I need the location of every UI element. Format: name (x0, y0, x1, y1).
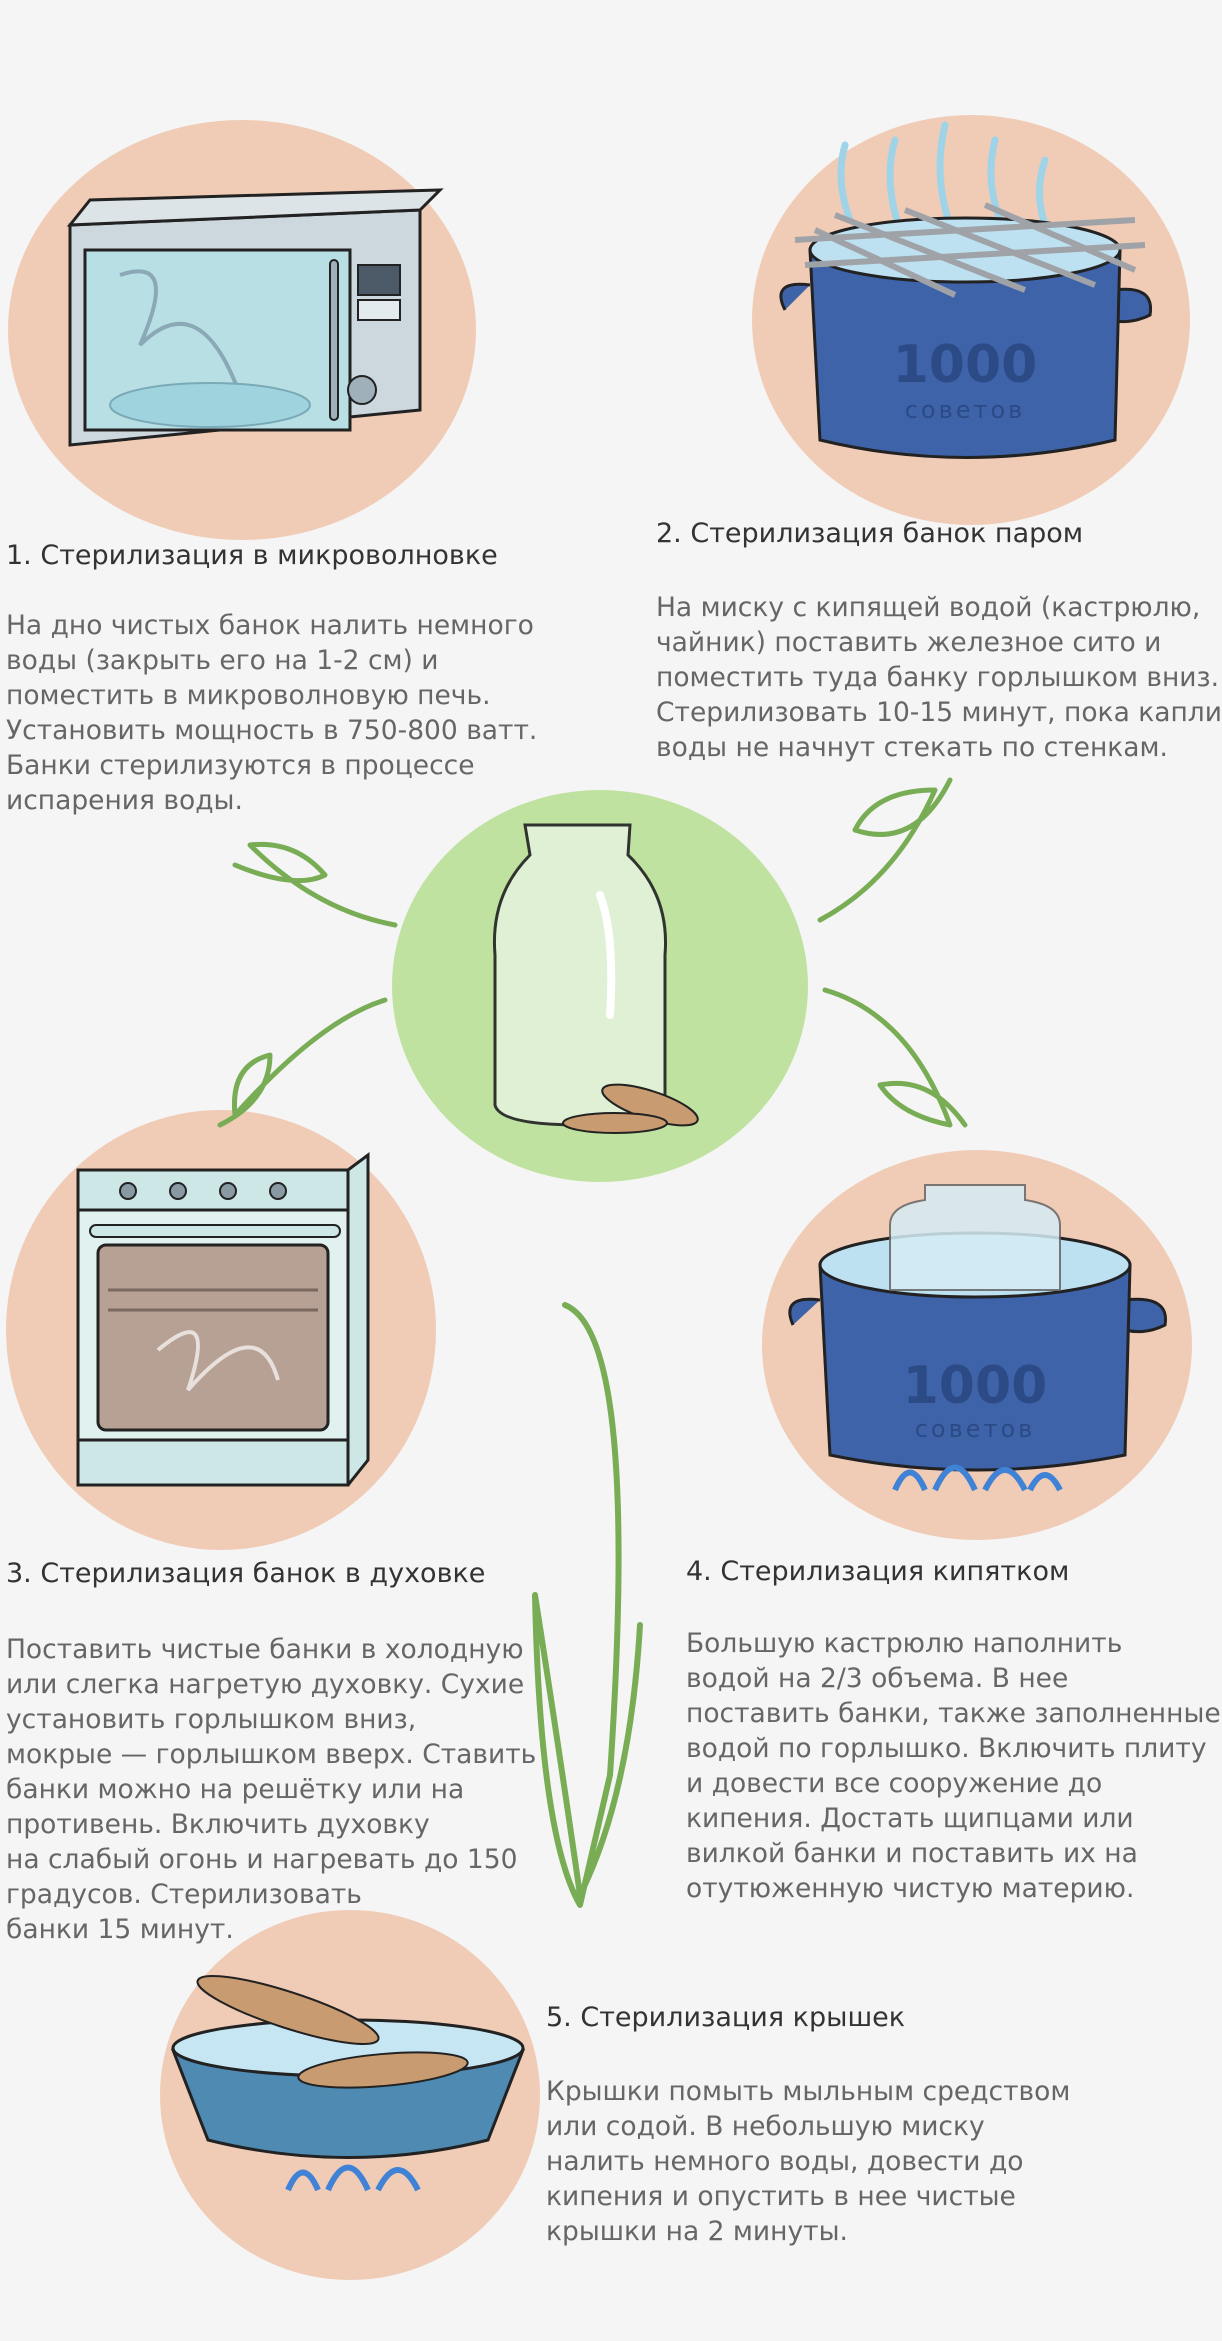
arrow-to-boiling-pot (822, 987, 968, 1128)
arrow-to-lid-bowl (532, 1302, 643, 1908)
step-4-text: Большую кастрюлю наполнить водой на 2/3 … (686, 1628, 1221, 1904)
jar-with-lids-icon (492, 823, 699, 1134)
lid-bowl-icon (170, 1975, 526, 2192)
svg-text:1000: 1000 (893, 335, 1038, 395)
microwave-icon (66, 188, 444, 447)
step-3-heading: 3. Стерилизация банок в духовке (6, 1558, 486, 1589)
svg-text:советов: советов (905, 396, 1026, 424)
step-5-text: Крышки помыть мыльным средством или содо… (546, 2076, 1071, 2247)
steam-pot-icon: 1000 советов (779, 121, 1153, 459)
step-1-heading: 1. Стерилизация в микроволновке (6, 540, 498, 571)
arrow-to-microwave (232, 841, 398, 928)
arrow-to-steam-pot (817, 777, 953, 923)
step-5-heading: 5. Стерилизация крышек (546, 2002, 906, 2033)
svg-text:1000: 1000 (903, 1356, 1048, 1416)
oven-icon (76, 1152, 370, 1487)
step-2-text: На миску с кипящей водой (кастрюлю, чайн… (656, 592, 1222, 763)
boiling-pot-icon: 1000 советов (788, 1184, 1167, 1492)
arrow-to-oven (217, 997, 388, 1128)
step-3-text: Поставить чистые банки в холодную или сл… (6, 1634, 537, 1945)
svg-text:советов: советов (915, 1415, 1036, 1443)
step-4-heading: 4. Стерилизация кипятком (686, 1556, 1070, 1587)
step-2-heading: 2. Стерилизация банок паром (656, 518, 1084, 549)
step-1-text: На дно чистых банок налить немного воды … (6, 610, 538, 816)
